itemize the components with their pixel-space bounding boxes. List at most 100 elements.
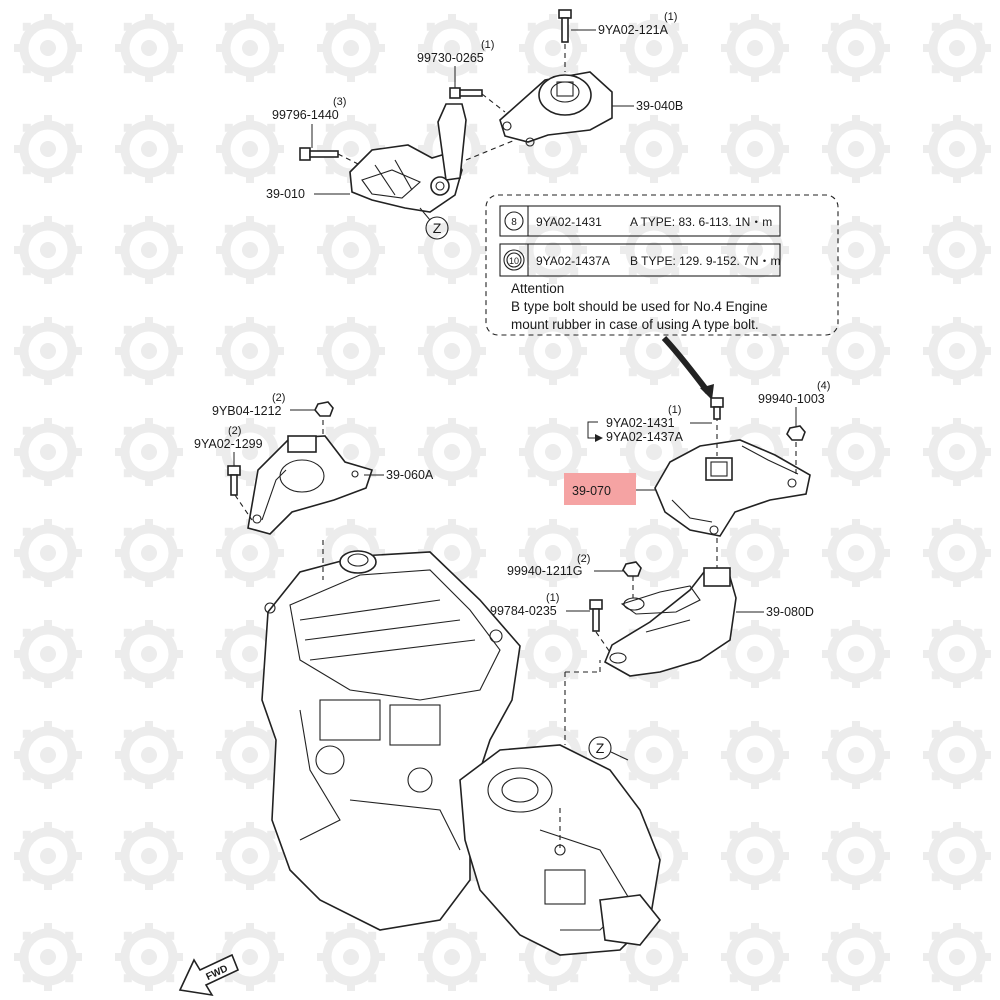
watermark-gear-icon <box>721 620 789 688</box>
watermark-gear-icon <box>721 721 789 789</box>
label-39-070: 39-070 <box>572 484 611 498</box>
watermark-gear-icon <box>923 721 991 789</box>
watermark-gear-icon <box>418 418 486 486</box>
qty-99796-1440: (3) <box>333 96 346 108</box>
callout-39-010: 39-010 <box>266 187 350 201</box>
watermark-gear-icon <box>14 923 82 991</box>
mount-39-070 <box>654 416 811 537</box>
watermark-gear-icon <box>620 721 688 789</box>
watermark-gear-icon <box>620 14 688 82</box>
watermark-gear-icon <box>418 317 486 385</box>
watermark-gear-icon <box>14 822 82 890</box>
symbol-b-text: 10 <box>509 256 519 266</box>
view-z-upper: Z <box>419 207 449 240</box>
bolt-9YA02-121A <box>558 9 572 72</box>
watermark-gear-icon <box>923 115 991 183</box>
label-99940-1003: 99940-1003 <box>758 392 825 406</box>
highlight-39-070 <box>564 473 636 505</box>
watermark-gear-icon <box>115 923 183 991</box>
watermark-gear-icon <box>115 216 183 284</box>
watermark-gear-icon <box>822 317 890 385</box>
label-9YA02-1437A: 9YA02-1437A <box>606 430 684 444</box>
watermark-gear-icon <box>822 14 890 82</box>
transaxle <box>459 660 662 956</box>
watermark-gear-icon <box>317 14 385 82</box>
watermark-gear-icon <box>317 216 385 284</box>
qty-9YB04-1212: (2) <box>272 392 285 404</box>
watermark-gear-icon <box>923 822 991 890</box>
view-z-lower: Z <box>588 736 629 761</box>
watermark-gear-icon <box>822 923 890 991</box>
watermark-gear-icon <box>115 317 183 385</box>
bolt-9YA02-1431 <box>710 397 724 420</box>
watermark-gear-icon <box>923 317 991 385</box>
watermark-gear-icon <box>14 519 82 587</box>
attention-title: Attention <box>511 281 564 296</box>
bolt-99796-1440 <box>299 147 361 166</box>
label-9YA02-121A: 9YA02-121A <box>598 23 669 37</box>
watermark-gear-icon <box>822 519 890 587</box>
watermark-gear-icon <box>721 519 789 587</box>
callout-9YA02-1299: (2) 9YA02-1299 <box>194 425 263 466</box>
watermark-gear-icon <box>721 317 789 385</box>
bolt-9YA02-1299 <box>227 465 241 496</box>
attention-line-2: mount rubber in case of using A type bol… <box>511 317 759 332</box>
watermark-gear-icon <box>418 216 486 284</box>
watermark-gear-icon <box>721 14 789 82</box>
watermark-gear-icon <box>519 519 587 587</box>
callout-39-060A: 39-060A <box>364 468 434 482</box>
watermark-gear-icon <box>721 923 789 991</box>
watermark-gear-icon <box>14 115 82 183</box>
qty-9YA02-1431: (1) <box>668 404 681 416</box>
watermark-gear-icon <box>14 14 82 82</box>
label-99940-1211G: 99940-1211G <box>507 564 583 578</box>
info-box-pointer-arrow <box>661 335 714 400</box>
watermark-gear-icon <box>14 317 82 385</box>
watermark-gear-icon <box>923 216 991 284</box>
watermark-gear-icon <box>721 822 789 890</box>
info-row-b-spec: B TYPE: 129. 9-152. 7N・m <box>630 254 781 268</box>
nut-9YB04-1212 <box>314 401 334 417</box>
watermark-gear-icon <box>923 923 991 991</box>
watermark-gear-icon <box>14 216 82 284</box>
info-row-b-part: 9YA02-1437A <box>536 254 610 268</box>
qty-99784-0235: (1) <box>546 592 559 604</box>
watermark-gear-icon <box>620 115 688 183</box>
watermark-gear-icon <box>822 822 890 890</box>
watermark-gear-icon <box>115 418 183 486</box>
callout-9YA02-121A: (1) 9YA02-121A <box>571 11 677 37</box>
watermark-gear-icon <box>418 14 486 82</box>
watermark-gear-icon <box>519 317 587 385</box>
label-39-040B: 39-040B <box>636 99 683 113</box>
watermark-gear-icon <box>115 115 183 183</box>
callout-9YA02-1431: (1) 9YA02-1431 9YA02-1437A <box>587 404 712 444</box>
callout-39-080D: 39-080D <box>736 605 814 619</box>
label-39-080D: 39-080D <box>766 605 814 619</box>
watermark-gear-icon <box>115 822 183 890</box>
label-39-060A: 39-060A <box>386 468 434 482</box>
watermark-gear-icon <box>216 115 284 183</box>
label-9YB04-1212: 9YB04-1212 <box>212 404 282 418</box>
qty-9YA02-121A: (1) <box>664 11 677 23</box>
qty-99940-1211G: (2) <box>577 553 590 565</box>
attention-line-1: B type bolt should be used for No.4 Engi… <box>511 299 768 314</box>
watermark-gear-icon <box>216 822 284 890</box>
watermark-gear-icon <box>923 418 991 486</box>
label-99796-1440: 99796-1440 <box>272 108 339 122</box>
watermark-gear-icon <box>519 620 587 688</box>
watermark-gear-icon <box>418 923 486 991</box>
watermark-gear-icon <box>620 519 688 587</box>
label-9YA02-1299: 9YA02-1299 <box>194 437 263 451</box>
watermark-gear-icon <box>317 923 385 991</box>
mount-39-060A <box>234 420 374 535</box>
watermark-gear-icon <box>216 317 284 385</box>
watermark-gear-icon <box>721 216 789 284</box>
bolt-99784-0235 <box>589 599 603 632</box>
watermark-gear-icon <box>822 721 890 789</box>
label-99784-0235: 99784-0235 <box>490 604 557 618</box>
symbol-a-text: 8 <box>511 217 517 228</box>
nut-99940-1211G <box>622 561 642 577</box>
watermark-gear-icon <box>923 14 991 82</box>
watermark-gear-icon <box>216 721 284 789</box>
nut-99940-1003 <box>786 425 806 441</box>
